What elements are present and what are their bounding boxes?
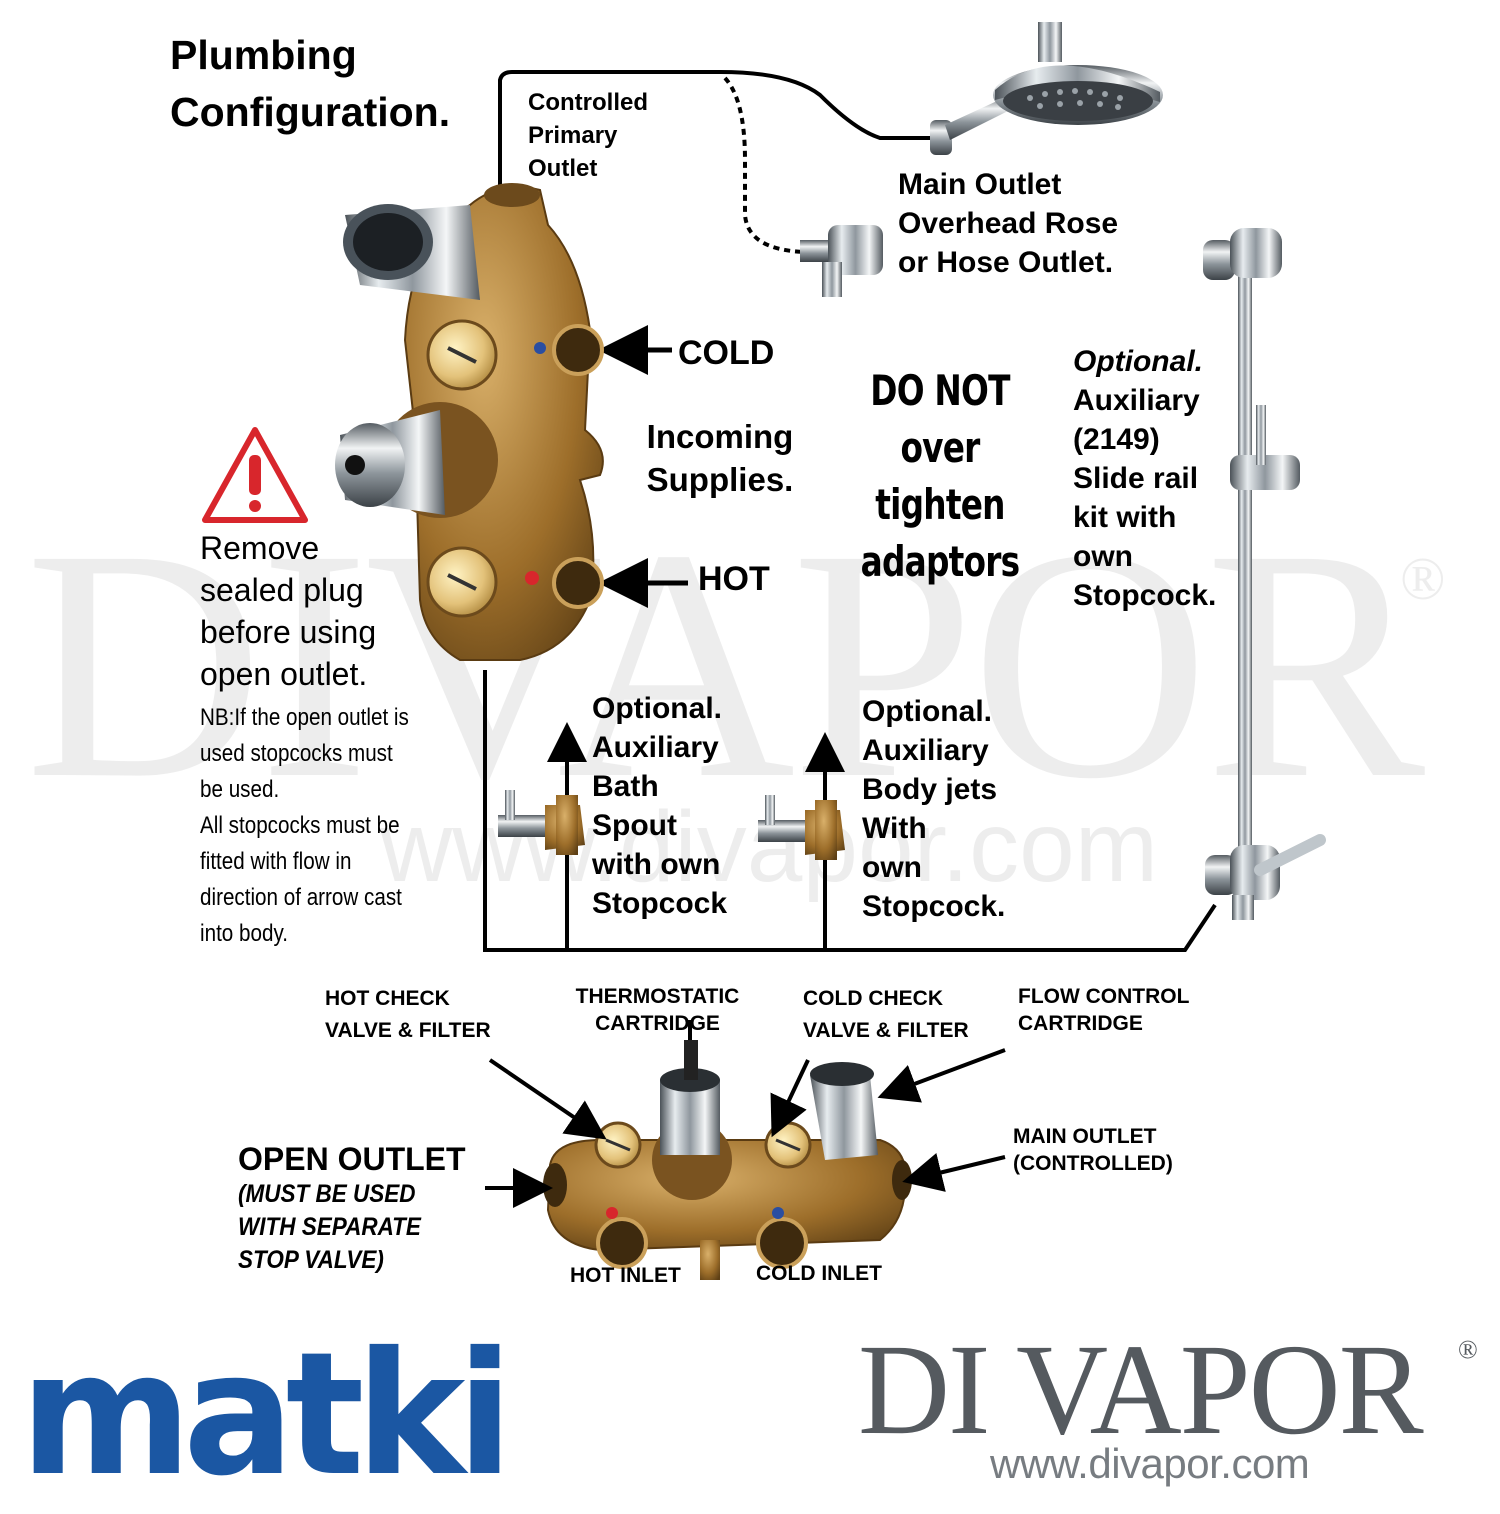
hose-outlet [800,225,883,297]
slide-rail-kit [1203,228,1326,920]
hot-check-valve-label: HOT CHECK VALVE & FILTER [325,987,491,1042]
cold-inlet-label: COLD INLET [756,1262,882,1285]
divapor-url: www.divapor.com [990,1440,1310,1487]
open-outlet-note: (MUST BE USED WITH SEPARATE STOP VALVE) [238,1180,421,1274]
stopcock-note: NB:If the open outlet is used stopcocks … [200,704,409,947]
watermark-text: DIVAPOR [25,482,1425,847]
hot-label: HOT [698,560,770,598]
bath-spout-stopcock [498,790,585,855]
bath-spout-label: Optional. Auxiliary Bath Spout with own … [592,692,728,920]
overhead-shower-rose [930,22,1163,155]
main-outlet-controlled-label: MAIN OUTLET (CONTROLLED) [1013,1125,1173,1175]
controlled-primary-outlet-label: Controlled Primary Outlet [528,89,648,182]
do-not-over-tighten-warning: DO NOT over tighten adaptors [860,366,1020,586]
thermostatic-valve-body-horizontal [543,1040,912,1280]
thermostatic-cartridge-label: THERMOSTATIC CARTRIDGE [575,985,740,1035]
incoming-supplies-label: Incoming Supplies. [646,418,794,498]
body-jets-label: Optional. Auxiliary Body jets With own S… [862,695,1006,923]
diagram-title: Plumbing Configuration. [170,32,451,135]
callout-arrows [485,1020,1006,1208]
matki-logo: matki [20,1316,513,1514]
divapor-registered: ® [1458,1335,1478,1364]
body-jets-stopcock [758,795,845,860]
open-outlet-label: OPEN OUTLET [238,1141,466,1177]
divapor-logo: DI VAPOR [858,1318,1424,1462]
watermark-registered: ® [1400,546,1446,612]
cold-check-valve-label: COLD CHECK VALVE & FILTER [803,987,969,1042]
primary-outlet-pipe [498,70,940,254]
main-outlet-label: Main Outlet Overhead Rose or Hose Outlet… [898,168,1119,279]
hot-inlet-label: HOT INLET [570,1264,681,1287]
slide-rail-optional-label: Optional. [1073,345,1203,378]
remove-plug-warning: Remove sealed plug before using open out… [200,530,377,692]
thermostatic-valve-body-vertical [335,183,604,661]
warning-icon [202,427,308,523]
cold-label: COLD [678,334,775,372]
flow-control-cartridge-label: FLOW CONTROL CARTRIDGE [1018,985,1190,1035]
slide-rail-label: Auxiliary (2149) Slide rail kit with own… [1073,384,1217,612]
